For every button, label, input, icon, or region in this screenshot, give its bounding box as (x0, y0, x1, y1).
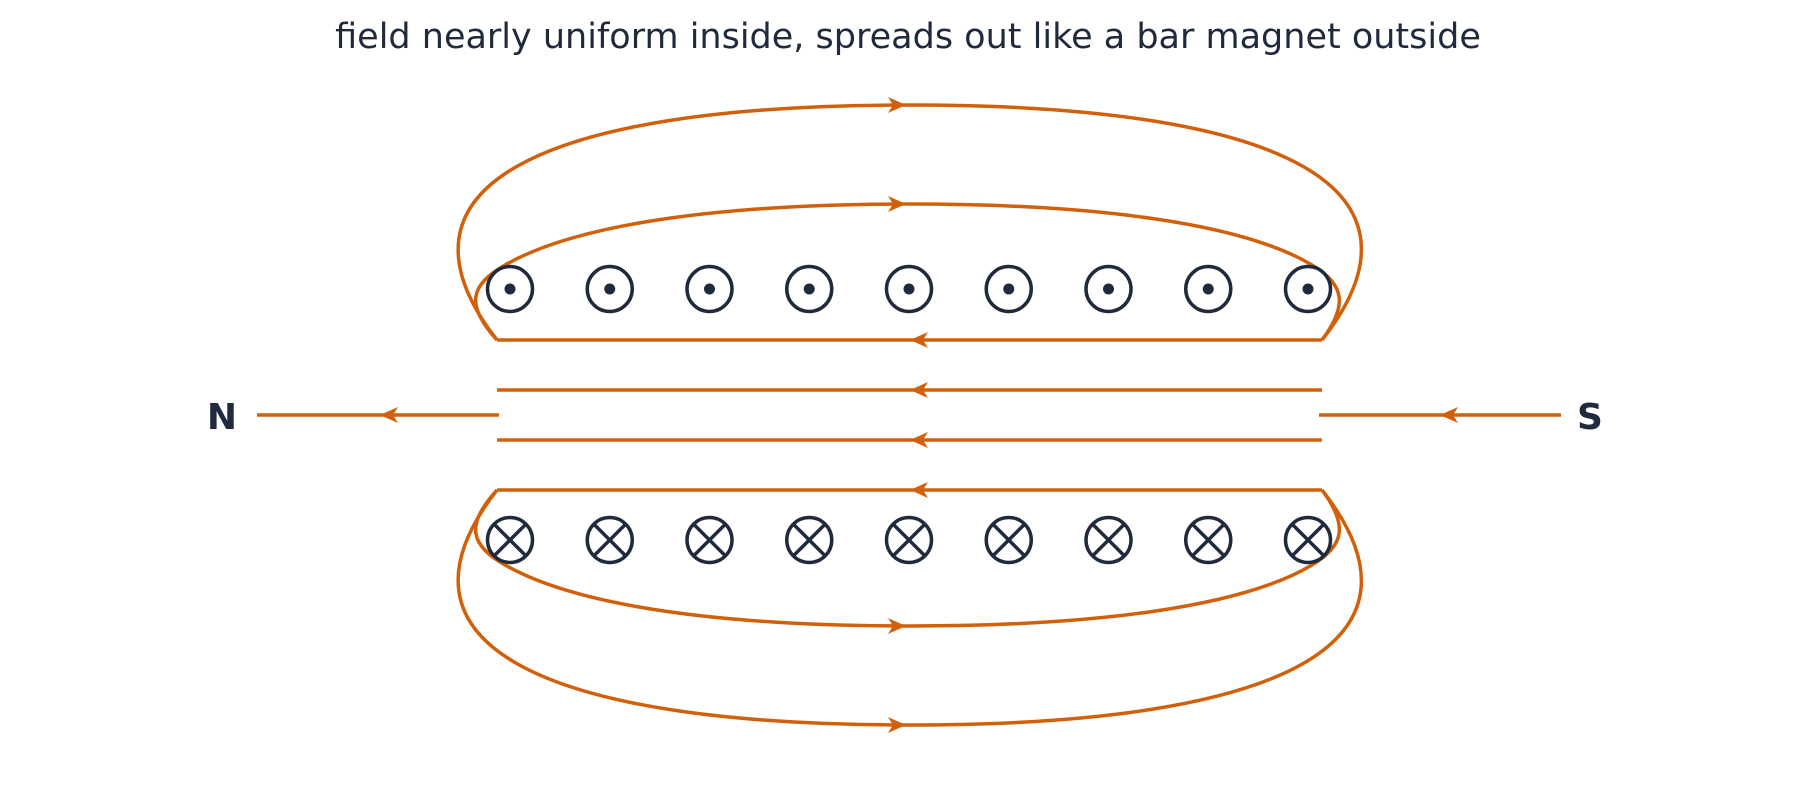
current-out-dot-icon (1302, 283, 1314, 295)
current-out-dot-icon (1003, 283, 1015, 295)
current-in-cross-icon (1290, 522, 1326, 558)
current-in-cross-icon (991, 522, 1026, 558)
arrow-bottom-outer (888, 717, 906, 733)
current-out-coil (485, 264, 535, 314)
diagram-title: field nearly uniform inside, spreads out… (335, 17, 1481, 57)
current-in-cross-icon (692, 522, 727, 558)
current-in-cross-icon (492, 522, 528, 558)
current-in-cross-icon (891, 522, 927, 558)
current-out-dot-icon (704, 283, 715, 295)
current-out-coil (1084, 264, 1133, 314)
current-out-coil (685, 264, 734, 314)
current-in-coil (884, 515, 934, 565)
current-in-coil (485, 515, 535, 565)
current-out-dot-icon (803, 283, 815, 295)
arrow-axis-north (380, 407, 398, 423)
current-out-coil (785, 264, 834, 314)
current-out-dot-icon (1202, 283, 1214, 295)
current-in-coil (984, 515, 1033, 565)
coil-row-current-out (485, 264, 1333, 314)
current-in-cross-icon (1191, 522, 1226, 558)
field-line-bottom-inner (473, 488, 1342, 628)
arrow-top-outer (888, 97, 906, 113)
field-line-top-outer (456, 103, 1364, 342)
current-in-coil (685, 515, 734, 565)
current-in-coil (1084, 515, 1133, 565)
current-in-coil (585, 515, 634, 565)
current-out-dot-icon (903, 283, 915, 295)
current-out-coil (1283, 264, 1333, 314)
north-pole-label: N (207, 397, 237, 438)
coil-row-current-in (485, 515, 1333, 565)
current-in-cross-icon (592, 522, 627, 558)
current-out-coil (884, 264, 934, 314)
field-line-top-inner (473, 202, 1342, 342)
current-out-coil (585, 264, 634, 314)
arrow-top-inner (888, 196, 906, 212)
arrow-interior-2 (910, 382, 928, 398)
current-in-coil (1283, 515, 1333, 565)
arrow-interior-3 (910, 432, 928, 448)
current-out-dot-icon (604, 283, 616, 295)
arrow-interior-4 (910, 482, 928, 498)
field-line-bottom-outer (456, 488, 1364, 727)
current-out-dot-icon (1103, 283, 1114, 295)
current-in-cross-icon (1091, 522, 1126, 558)
current-out-coil (984, 264, 1033, 314)
arrow-bottom-inner (888, 618, 906, 634)
south-pole-label: S (1577, 397, 1603, 438)
current-in-coil (1184, 515, 1233, 565)
field-direction-arrows (380, 97, 1458, 733)
current-in-coil (785, 515, 834, 565)
arrow-interior-1 (910, 332, 928, 348)
arrow-axis-south (1440, 407, 1458, 423)
current-out-dot-icon (504, 283, 516, 295)
current-in-cross-icon (792, 522, 827, 558)
current-out-coil (1184, 264, 1233, 314)
